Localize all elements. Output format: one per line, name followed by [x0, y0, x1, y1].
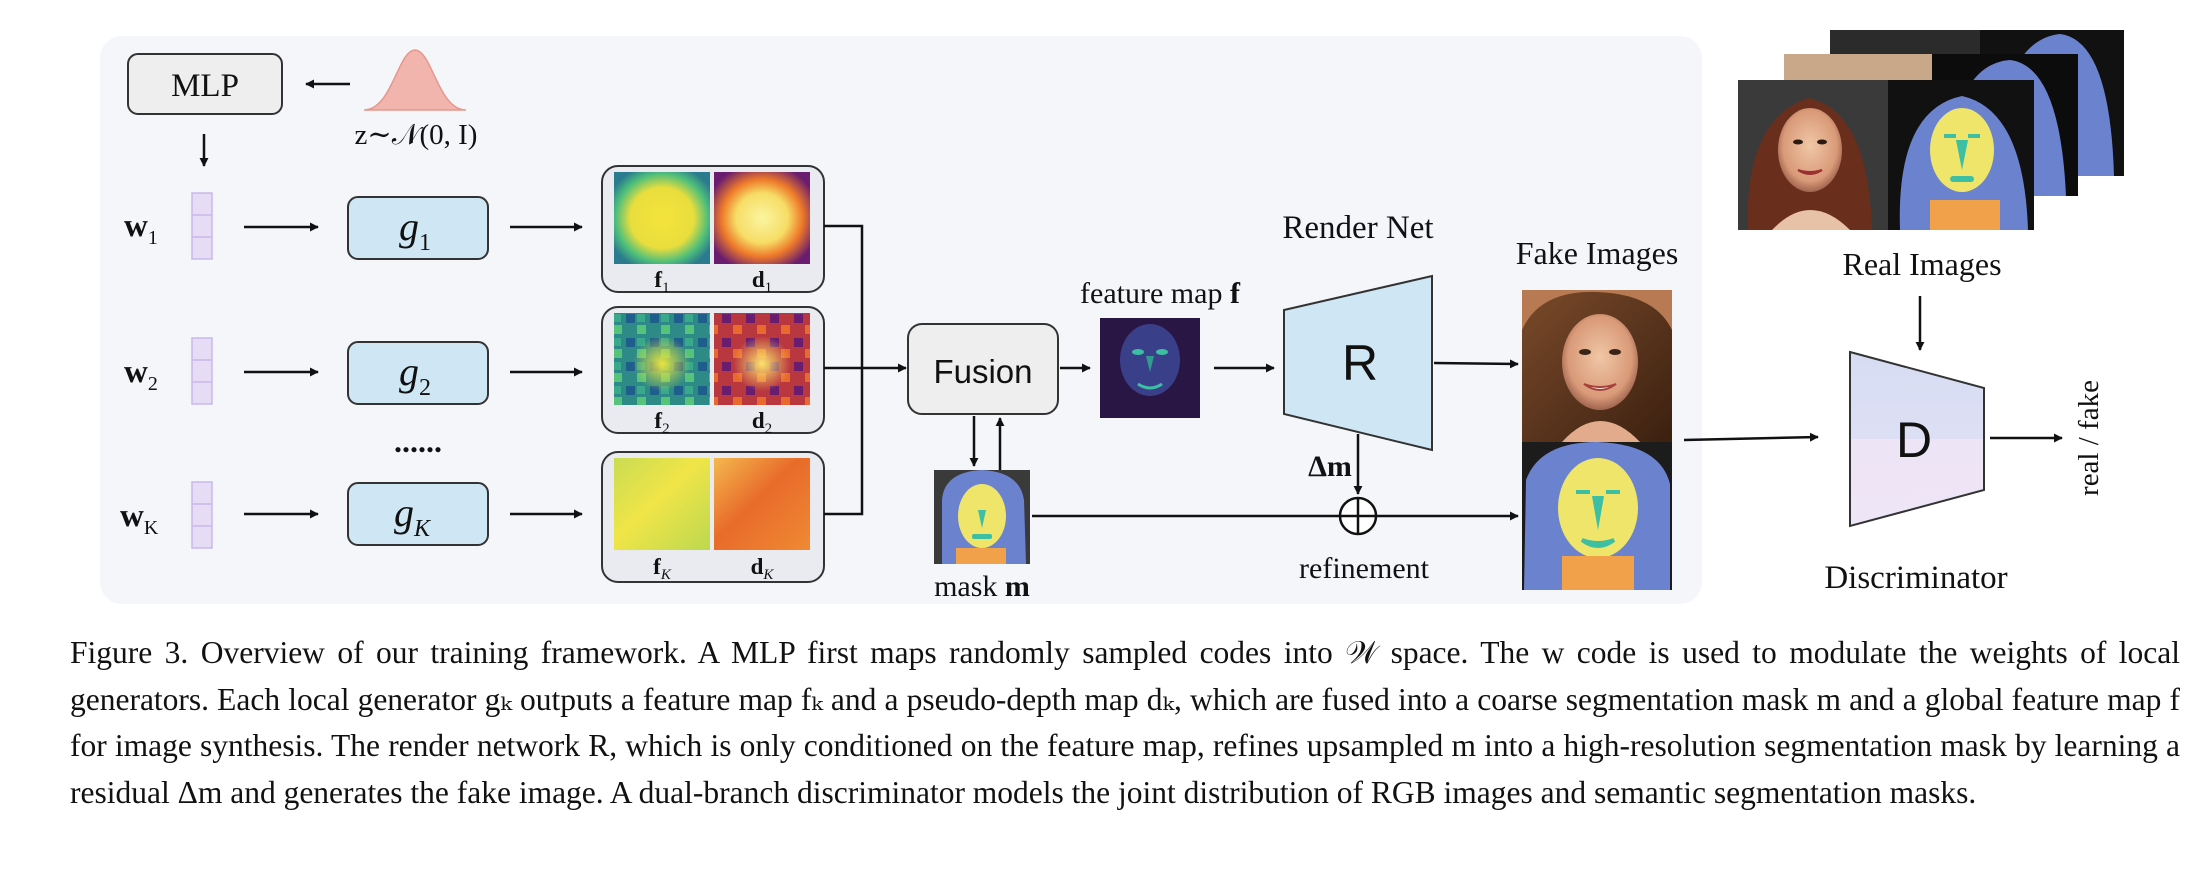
fake-face-image: [1522, 290, 1672, 442]
noise-label: z∼𝒩(0, I): [355, 119, 478, 151]
generator-label: gK: [394, 490, 432, 542]
feature-map-image: [614, 458, 710, 550]
figure-label: Figure 3.: [70, 635, 189, 670]
mlp-label: MLP: [171, 68, 239, 104]
feature-map-image: [614, 172, 710, 264]
refinement-label: refinement: [1299, 552, 1430, 585]
generator-box: [347, 482, 489, 546]
discriminator-letter: D: [1896, 412, 1932, 468]
mask-title: mask m: [934, 570, 1030, 603]
discriminator-trapezoid: [1849, 350, 1985, 528]
feature-map-label: f1: [654, 267, 669, 296]
render-net-trapezoid: [1283, 274, 1433, 452]
generator-row-1: w1 g1 f1 d1: [124, 165, 825, 296]
caption-body: Overview of our training framework. A ML…: [70, 635, 2181, 810]
generator-row-2: w2 g2 f2 d2: [124, 306, 825, 437]
discriminator-title: Discriminator: [1824, 560, 2007, 596]
real-images-stack: [1738, 30, 2124, 230]
feature-map-title: feature map f: [1080, 277, 1241, 310]
refinement-add-icon: [1338, 496, 1378, 536]
depth-map-label: dK: [751, 554, 775, 583]
caption-text: Figure 3. Overview of our training frame…: [70, 630, 2180, 816]
maps-to-fusion-bracket: [824, 224, 864, 516]
real-face-photo: [1738, 80, 1888, 230]
noise-gaussian: [363, 49, 467, 111]
latent-vector: [191, 337, 213, 405]
latent-vector: [191, 481, 213, 549]
render-net-letter: R: [1342, 335, 1378, 391]
depth-map-image: [714, 458, 810, 550]
generator-row-k: wK gK fK dK: [120, 451, 825, 583]
mlp-box: [127, 53, 283, 115]
residual-label: Δm: [1308, 450, 1352, 483]
fake-mask-image: [1522, 442, 1672, 590]
generator-label: g1: [399, 204, 431, 256]
coarse-mask-image: [934, 470, 1030, 564]
latent-vector: [191, 192, 213, 260]
generator-label: g2: [399, 349, 431, 401]
rows-ellipsis: ......: [394, 423, 442, 459]
framework-diagram: MLP z∼𝒩(0, I) w1 g1 f1 d1 w2 g2: [100, 30, 2124, 604]
latent-label: w1: [124, 208, 158, 249]
feature-map-label: fK: [653, 554, 672, 583]
render-net-title: Render Net: [1282, 210, 1433, 246]
depth-map-label: d1: [752, 267, 772, 296]
render-to-fake-arrow: [1433, 359, 1519, 369]
global-feature-map-image: [1100, 318, 1200, 418]
depth-map-label: d2: [752, 408, 772, 437]
fake-to-discriminator-arrow: [1683, 432, 1819, 442]
latent-label: w2: [124, 354, 158, 395]
real-images-title: Real Images: [1842, 246, 2001, 282]
feature-map-label: f2: [654, 408, 669, 437]
depth-map-image: [714, 172, 810, 264]
real-mask-image: [1888, 80, 2034, 230]
fusion-box: [907, 323, 1059, 415]
fusion-label: Fusion: [933, 353, 1032, 390]
latent-label: wK: [120, 498, 159, 539]
generator-box: [347, 196, 489, 260]
generator-box: [347, 341, 489, 405]
figure-caption: Figure 3. Overview of our training frame…: [70, 630, 2180, 816]
fake-images-title: Fake Images: [1516, 235, 1679, 271]
generator-panel: [100, 36, 1702, 604]
output-label: real / fake: [2073, 380, 2105, 496]
